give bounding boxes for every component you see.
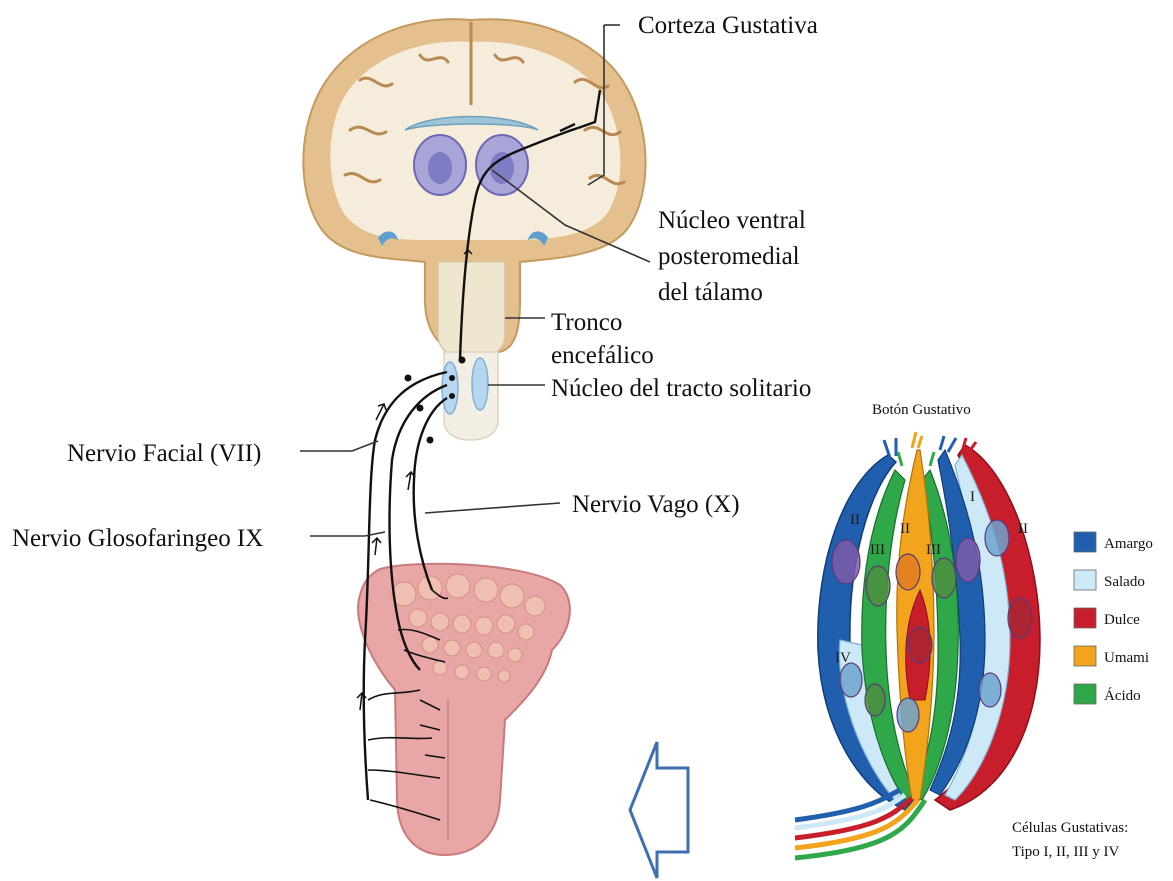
legend-swatch (1074, 532, 1096, 552)
tongue (358, 564, 570, 855)
label-brainstem-line2: encefálico (551, 342, 654, 369)
legend-label: Amargo (1104, 536, 1153, 552)
taste-cells-footnote-line1: Células Gustativas: (1012, 820, 1128, 836)
label-brainstem-line1: Tronco (551, 309, 622, 336)
taste-bud-title: Botón Gustativo (872, 402, 971, 418)
cell-type-label: II (900, 521, 910, 537)
legend-label: Salado (1104, 574, 1145, 590)
label-vagus-nerve: Nervio Vago (X) (572, 491, 740, 518)
label-vpm-line3: del tálamo (658, 279, 763, 306)
legend-swatch (1074, 646, 1096, 666)
cell-type-label: III (870, 542, 885, 558)
legend-swatch (1074, 608, 1096, 628)
cell-type-label: II (850, 512, 860, 528)
label-solitary-nucleus: Núcleo del tracto solitario (551, 375, 811, 402)
taste-cells-footnote-line2: Tipo I, II, III y IV (1012, 844, 1120, 860)
cell-type-label: IV (835, 650, 851, 666)
legend-swatch (1074, 684, 1096, 704)
solitary-nucleus-shape (442, 362, 458, 414)
left-arrow-icon (630, 742, 688, 878)
legend-label: Umami (1104, 650, 1149, 666)
label-vpm-line2: posteromedial (658, 243, 800, 270)
label-vpm-line1: Núcleo ventral (658, 207, 806, 234)
label-facial-nerve: Nervio Facial (VII) (67, 440, 261, 467)
cell-type-label: I (970, 489, 975, 505)
cell-type-label: II (1018, 521, 1028, 537)
label-gustatory-cortex: Corteza Gustativa (638, 12, 818, 39)
legend-label: Dulce (1104, 612, 1140, 628)
label-glossopharyngeal-nerve: Nervio Glosofaringeo IX (12, 525, 263, 552)
legend-label: Ácido (1104, 687, 1141, 704)
taste-bud-illustration: Botón Gustativo (795, 402, 1128, 860)
legend-swatch (1074, 570, 1096, 590)
cell-type-label: III (926, 542, 941, 558)
